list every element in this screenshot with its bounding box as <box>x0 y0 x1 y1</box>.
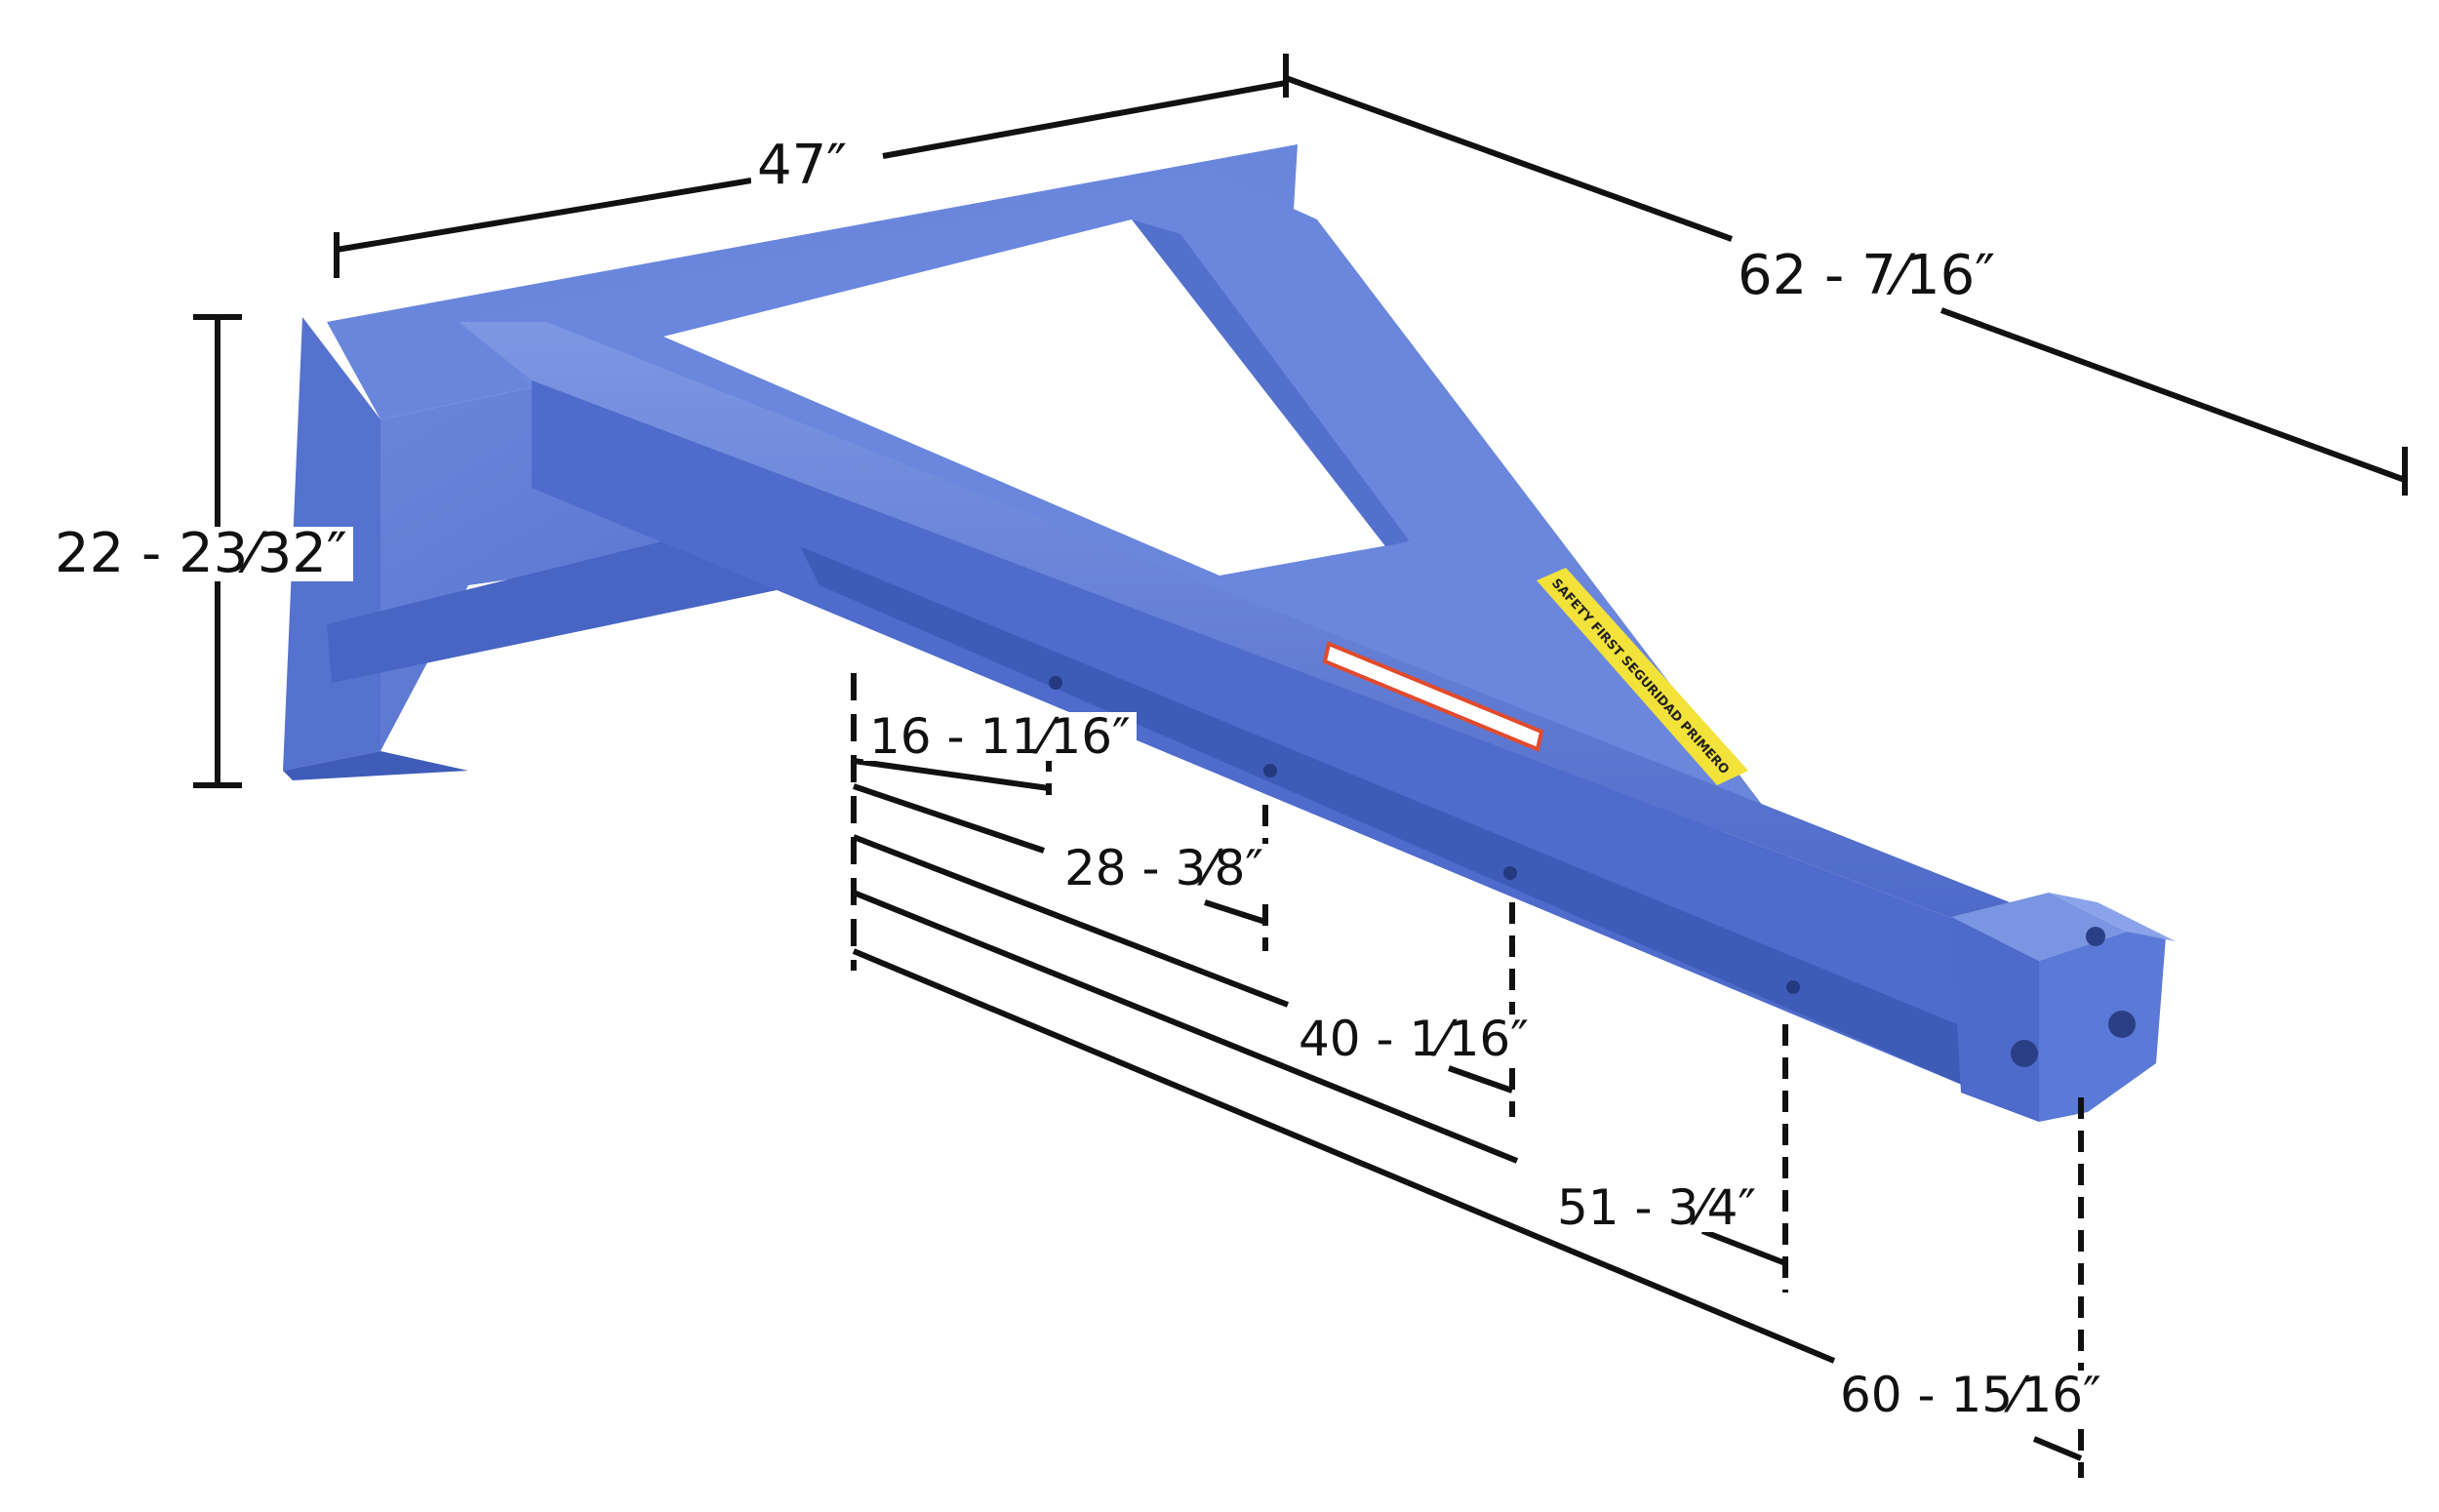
dim-hole5-label: 60 - 15⁄16″ <box>1834 1371 2107 1419</box>
dim-hole3-line-a <box>852 834 1290 1008</box>
dimension-lines <box>193 54 2408 1478</box>
dim-width-label: 47″ <box>751 139 854 193</box>
hole-2 <box>1263 764 1277 777</box>
dim-depth-line-b <box>1939 307 2407 483</box>
dim-depth-line-a <box>1284 75 1734 242</box>
dim-hole1-label: 16 - 11⁄16″ <box>863 712 1137 761</box>
dim-hole5-line-a <box>852 948 1836 1364</box>
dim-hole1-line <box>853 758 1050 791</box>
triangle-frame <box>459 171 1766 839</box>
dim-hole3-label: 40 - 1⁄16″ <box>1293 1015 1535 1063</box>
hole-4 <box>1786 980 1800 994</box>
dim-height-label: 22 - 23⁄32″ <box>49 527 353 581</box>
dim-hole4-label: 51 - 3⁄4″ <box>1551 1183 1763 1232</box>
dim-hole2-line-b <box>1204 899 1266 925</box>
dim-hole4-line-b <box>1700 1228 1787 1266</box>
dim-hole3-line-b <box>1447 1065 1514 1094</box>
dim-width-line-b <box>882 80 1287 159</box>
dim-hole4-line-a <box>852 890 1519 1164</box>
hole-1 <box>1049 676 1062 690</box>
end-clevis <box>1951 893 2176 1122</box>
hole-3 <box>1503 866 1517 880</box>
beam-holes <box>1049 676 1800 994</box>
warning-decal <box>1322 641 1544 752</box>
dim-hole2-label: 28 - 3⁄8″ <box>1059 844 1270 893</box>
boom-beam <box>459 322 2010 1093</box>
dim-hole2-line-a <box>853 783 1045 854</box>
dim-width-line-a <box>336 178 752 253</box>
dim-hole5-line-b <box>2032 1436 2083 1461</box>
dim-depth-label: 62 - 7⁄16″ <box>1732 249 2002 303</box>
